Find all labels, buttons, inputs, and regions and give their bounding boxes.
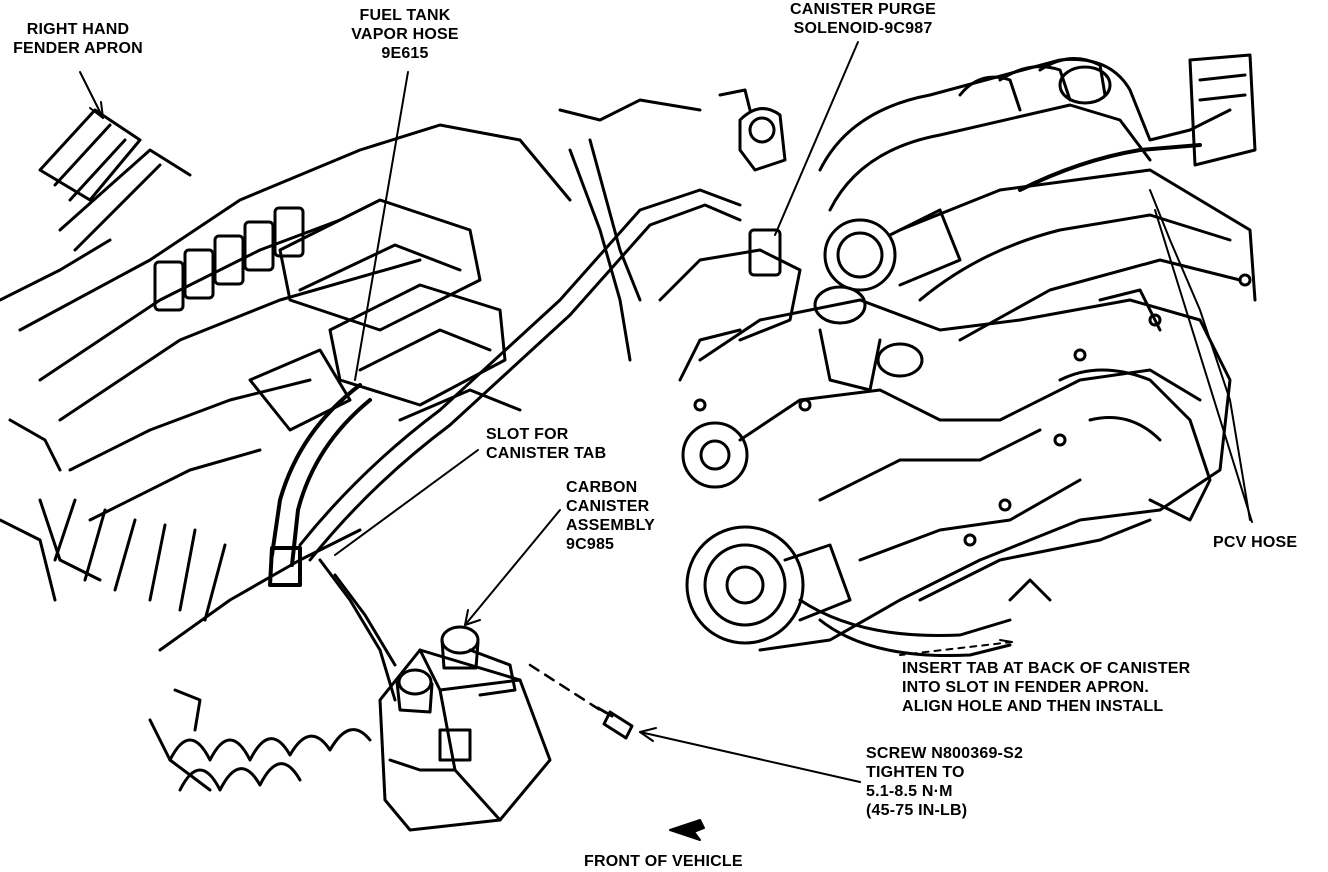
label-carbon-canister: CARBON CANISTER ASSEMBLY 9C985 bbox=[566, 479, 656, 553]
label-screw: SCREW N800369-S2 TIGHTEN TO 5.1-8.5 N·m … bbox=[866, 745, 1024, 819]
fuel-tank-vapor-hose bbox=[268, 383, 372, 587]
engine bbox=[558, 53, 1257, 658]
carbon-canister bbox=[318, 558, 552, 832]
leader-lines bbox=[79, 41, 1253, 783]
front-arrow bbox=[669, 819, 705, 841]
label-fender-apron: RIGHT HAND FENDER APRON bbox=[13, 21, 143, 57]
screw-install-line bbox=[528, 663, 634, 740]
label-pcv-hose: PCV HOSE bbox=[1213, 534, 1298, 551]
label-front-of-vehicle: FRONT OF VEHICLE bbox=[584, 853, 743, 870]
label-insert-tab: INSERT TAB AT BACK OF CANISTER INTO SLOT… bbox=[902, 660, 1191, 715]
label-purge-solenoid: CANISTER PURGE SOLENOID-9C987 bbox=[790, 1, 936, 37]
label-slot-tab: SLOT FOR CANISTER TAB bbox=[486, 426, 607, 462]
fender-apron bbox=[0, 108, 572, 792]
label-vapor-hose: FUEL TANK VAPOR HOSE 9E615 bbox=[351, 7, 459, 62]
purge-line bbox=[298, 188, 742, 562]
